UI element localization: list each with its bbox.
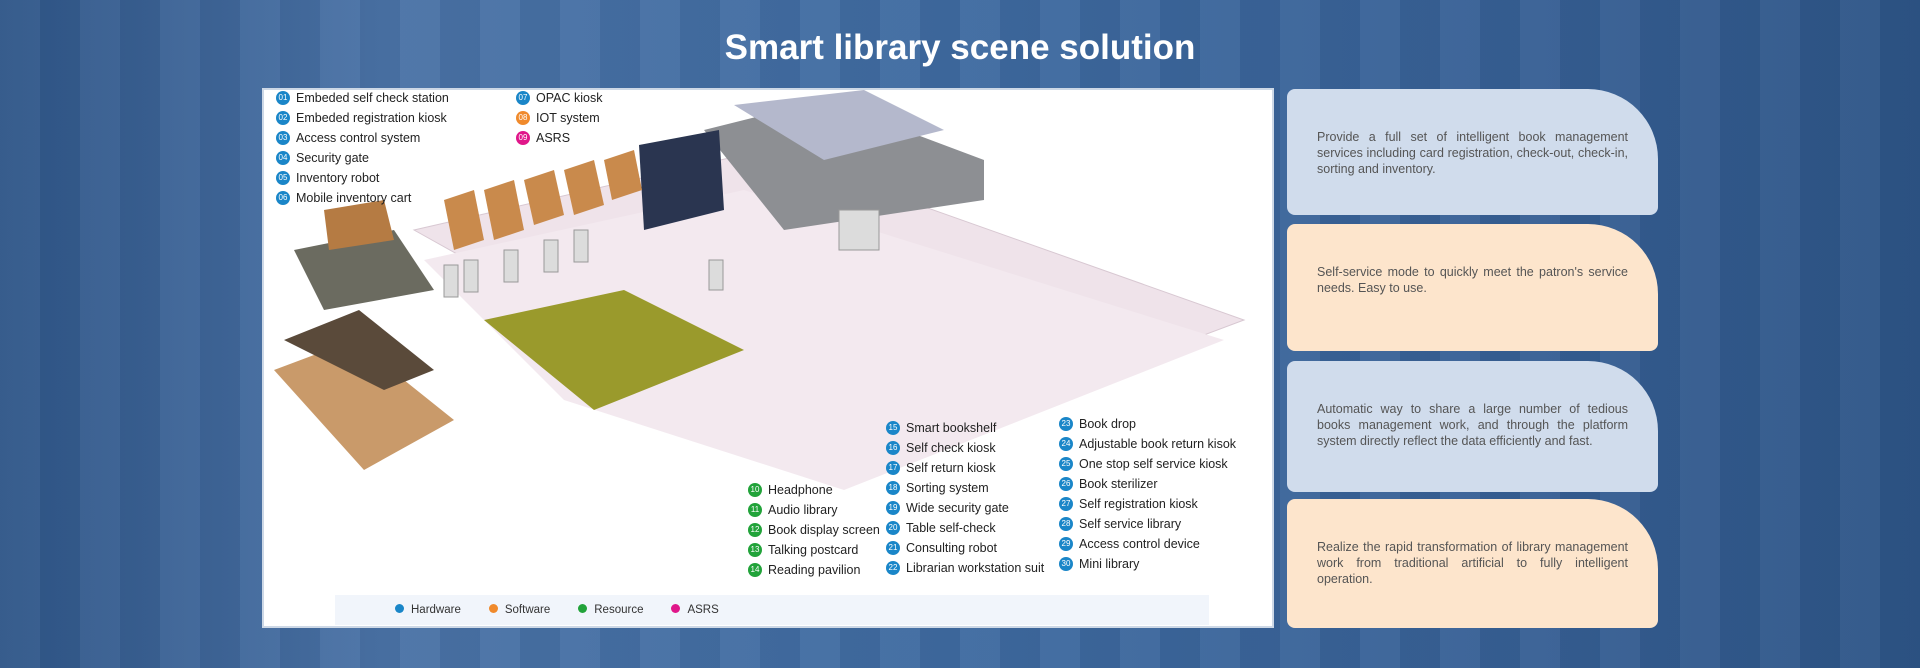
dot-icon: [395, 604, 404, 613]
dot-icon: [578, 604, 588, 613]
smart-bookshelves: [444, 150, 642, 250]
iot-dashboard-screen: [639, 130, 724, 230]
card-text: Provide a full set of intelligent book m…: [1317, 130, 1628, 176]
dot-icon: [488, 604, 498, 613]
kiosks: [443, 209, 880, 298]
bookshelf-wall: [324, 200, 394, 250]
dot-icon: [671, 604, 681, 613]
feature-card-automation: Automatic way to share a large number of…: [1287, 361, 1658, 492]
category-legend-bar: Hardware Software Resource ASRS: [335, 595, 1209, 625]
category-software: Software: [488, 604, 550, 616]
category-asrs: ASRS: [671, 604, 719, 616]
asrs-racks: [734, 90, 944, 160]
audio-library: [284, 310, 434, 390]
card-text: Self-service mode to quickly meet the pa…: [1317, 265, 1628, 295]
feature-card-management: Provide a full set of intelligent book m…: [1287, 89, 1658, 215]
category-hardware: Hardware: [395, 604, 461, 616]
isometric-library-illustration: [274, 90, 1246, 490]
page-title: Smart library scene solution: [724, 28, 1196, 67]
asrs-platform: [704, 100, 984, 230]
feature-card-self-service: Self-service mode to quickly meet the pa…: [1287, 224, 1658, 351]
card-text: Realize the rapid transformation of libr…: [1317, 540, 1628, 586]
carpet-area: [484, 290, 744, 410]
reading-pavilion: [274, 340, 454, 470]
feature-card-transformation: Realize the rapid transformation of libr…: [1287, 499, 1658, 628]
card-text: Automatic way to share a large number of…: [1317, 402, 1628, 448]
category-resource: Resource: [578, 604, 643, 616]
floor-tiles: [424, 190, 1224, 490]
